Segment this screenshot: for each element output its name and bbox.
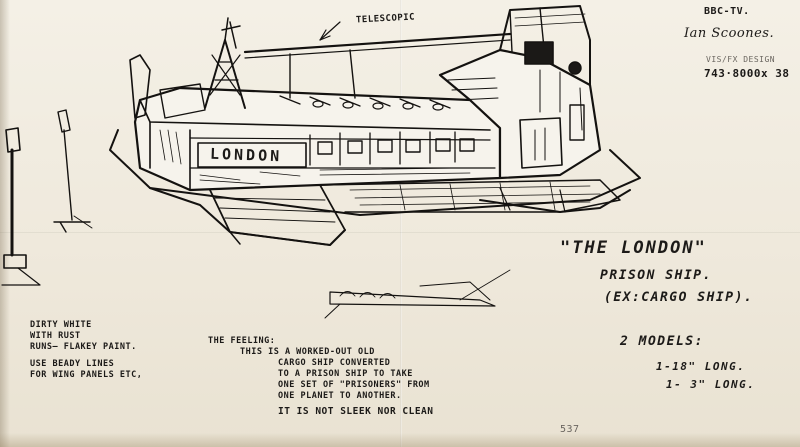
feeling-notes: THE FEELING: THIS IS A WORKED-OUT OLD CA… bbox=[208, 336, 433, 417]
bridge-tower bbox=[438, 5, 602, 180]
finish-note-line: FOR WING PANELS ETC, bbox=[30, 370, 143, 380]
title-line-1: PRISON SHIP. bbox=[600, 268, 712, 283]
paper-edge-left bbox=[0, 0, 10, 447]
feeling-heading: THE FEELING: bbox=[208, 336, 276, 346]
paper-fold bbox=[400, 0, 402, 447]
hull-lettering: LONDON bbox=[209, 144, 283, 166]
paper-edge-bottom bbox=[0, 433, 800, 447]
title-line-2: (EX:CARGO SHIP). bbox=[604, 290, 754, 305]
finish-note-line: USE BEADY LINES bbox=[30, 359, 115, 369]
model-item-1: 1-18" LONG. bbox=[656, 360, 746, 373]
side-module bbox=[129, 54, 206, 119]
model-item-2: 1- 3" LONG. bbox=[666, 378, 756, 391]
designer-signature: Ian Scoones. bbox=[684, 26, 775, 41]
hull-main bbox=[133, 86, 502, 192]
drawing-title: "THE LONDON" bbox=[560, 238, 707, 258]
models-heading: 2 MODELS: bbox=[620, 334, 704, 349]
header-department: VIS/FX DESIGN bbox=[706, 55, 776, 64]
wing-panels bbox=[209, 179, 621, 246]
feeling-line: IT IS NOT SLEEK NOR CLEAN bbox=[278, 406, 434, 417]
finish-note-line: RUNS— FLAKEY PAINT. bbox=[30, 342, 137, 352]
small-ship-sketch bbox=[324, 269, 511, 319]
finish-note-line: WITH RUST bbox=[30, 331, 81, 341]
feeling-line: THIS IS A WORKED-OUT OLD bbox=[240, 347, 375, 357]
header-client: BBC-TV. bbox=[704, 6, 750, 17]
detail-sketch-left bbox=[1, 109, 93, 286]
header-phone: 743·8000x 38 bbox=[704, 67, 790, 80]
telescopic-mast bbox=[204, 17, 512, 109]
feeling-line: ONE SET OF "PRISONERS" FROM bbox=[278, 380, 430, 390]
finish-notes: DIRTY WHITE WITH RUST RUNS— FLAKEY PAINT… bbox=[30, 320, 142, 381]
page-number: 537 bbox=[560, 424, 580, 435]
feeling-line: CARGO SHIP CONVERTED bbox=[278, 358, 391, 368]
paper-crease bbox=[0, 232, 800, 233]
finish-note-line: DIRTY WHITE bbox=[30, 320, 92, 330]
feeling-line: TO A PRISON SHIP TO TAKE bbox=[278, 369, 413, 379]
feeling-line: ONE PLANET TO ANOTHER. bbox=[278, 391, 402, 401]
